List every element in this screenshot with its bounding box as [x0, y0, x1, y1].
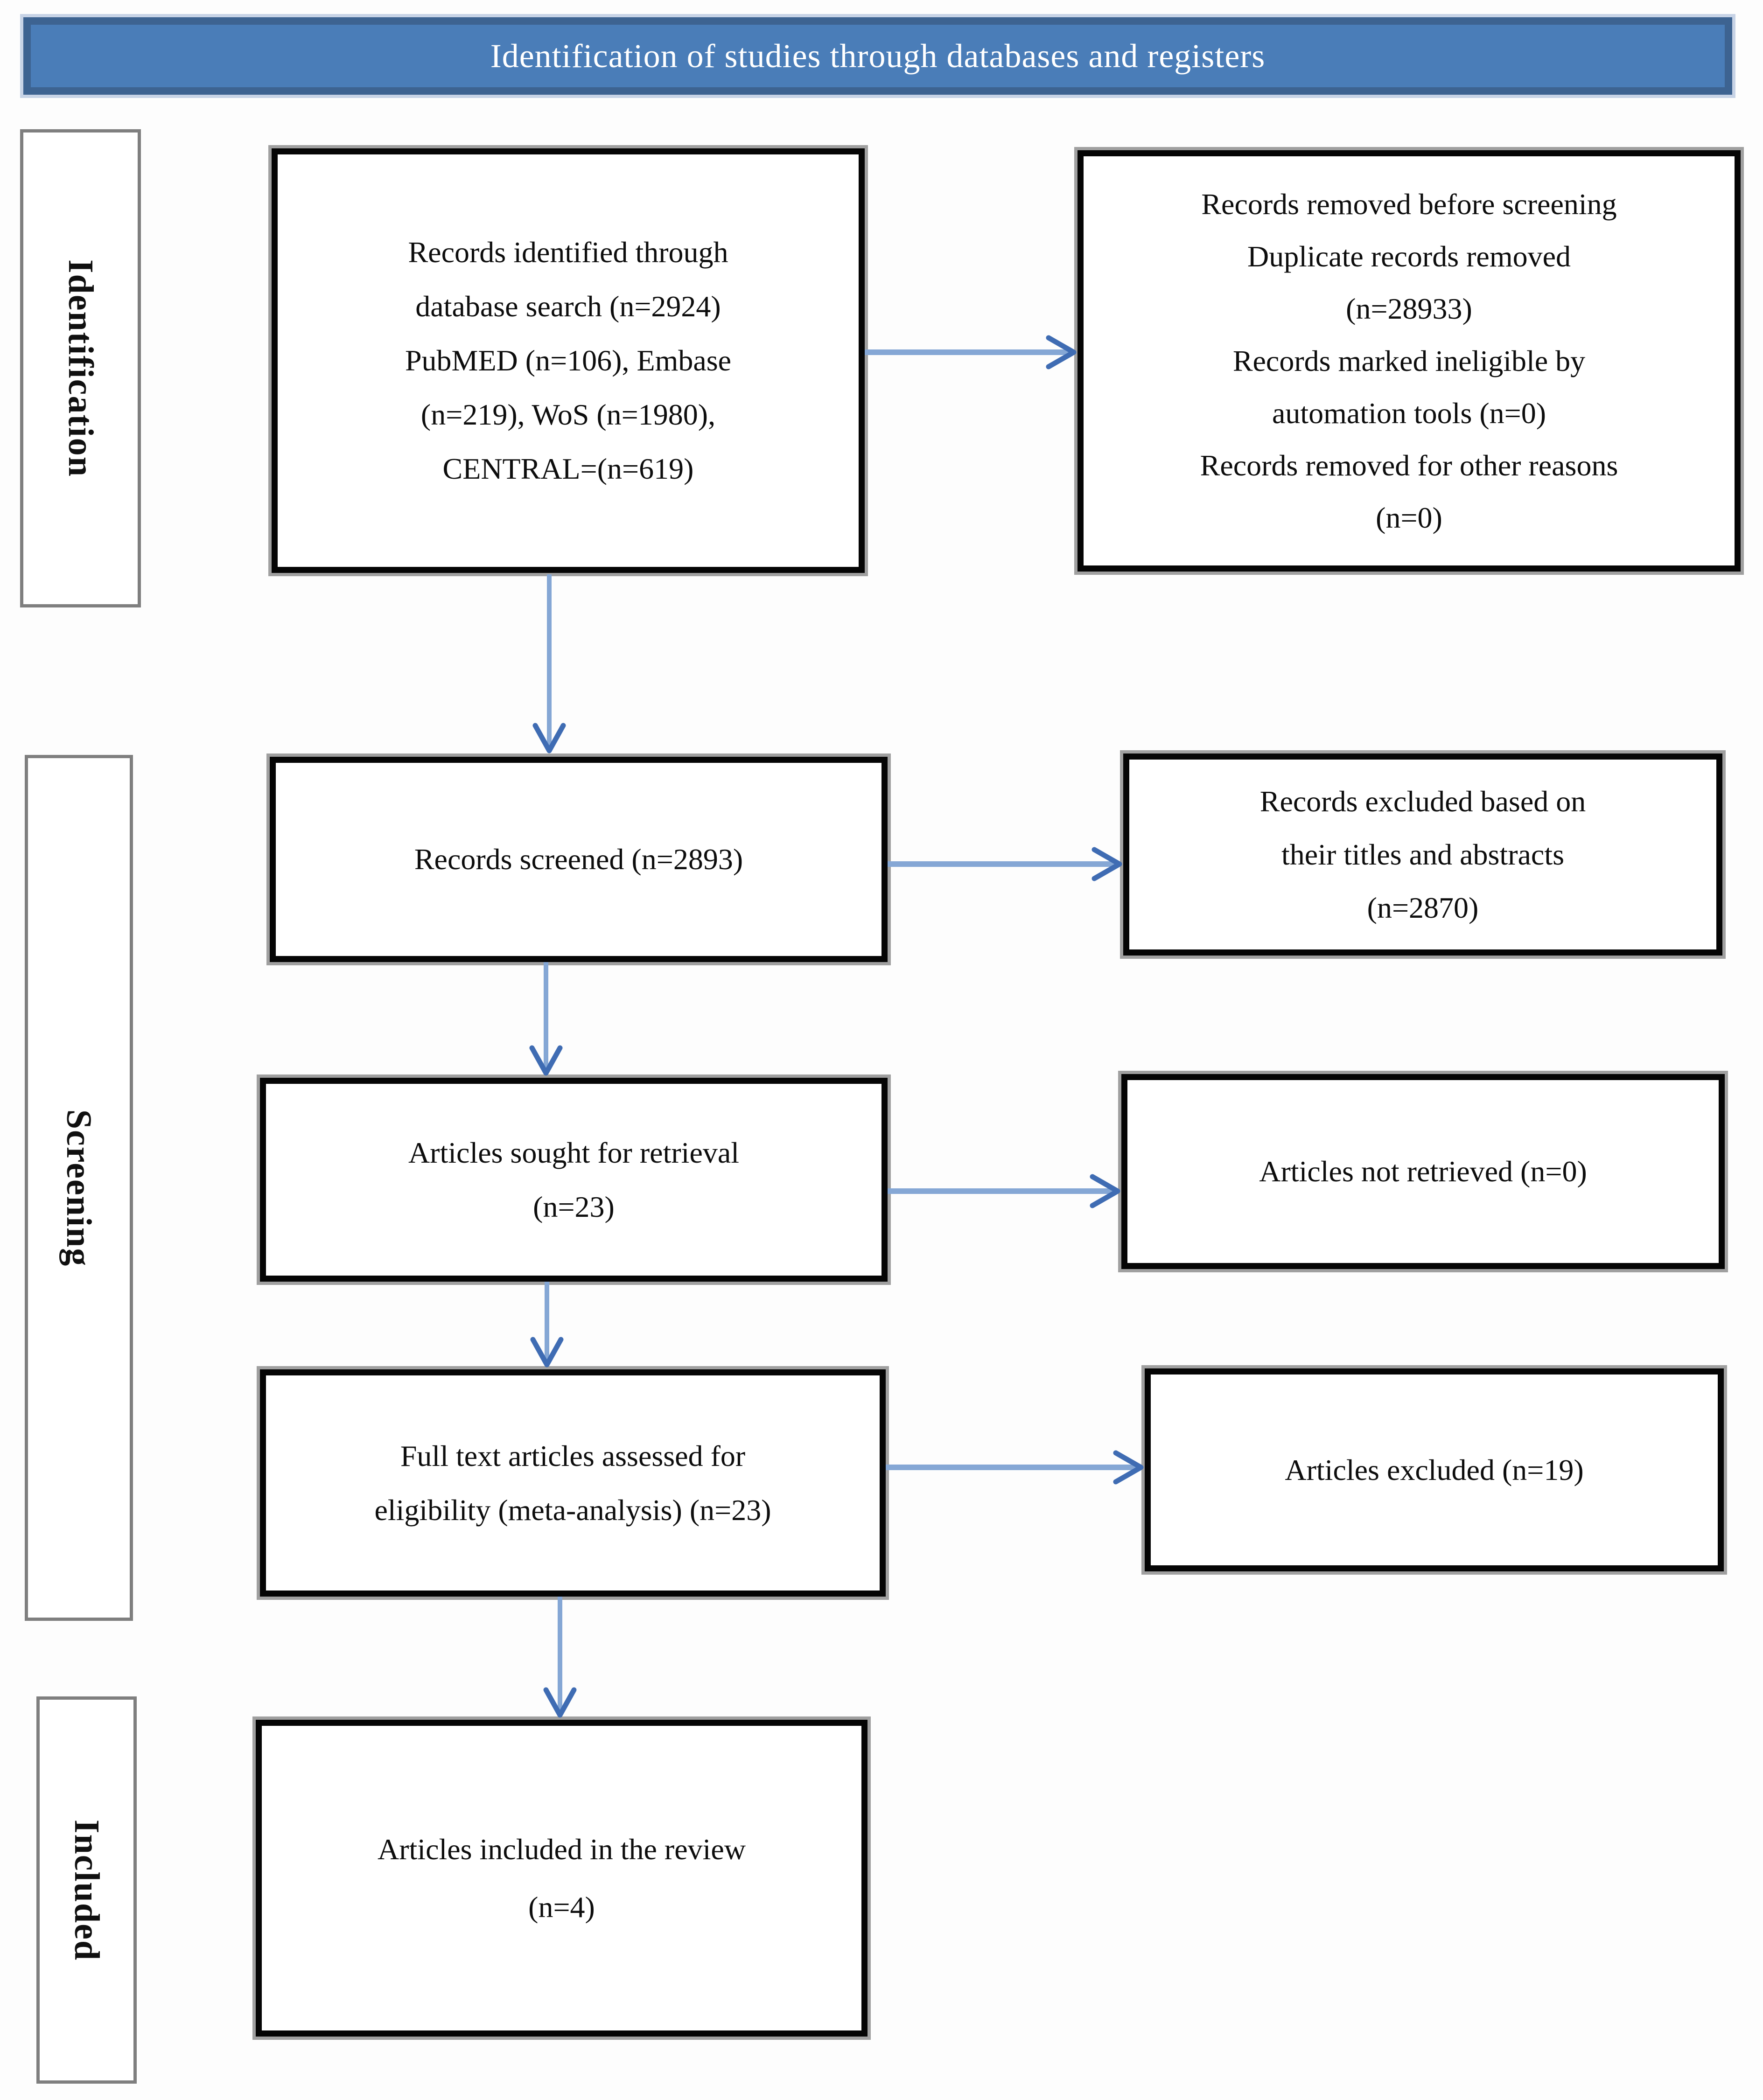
arrow-screened-to-sought-icon: [529, 962, 563, 1076]
arrow-fulltext-to-excluded-icon: [886, 1450, 1144, 1485]
arrow-fulltext-to-included-icon: [543, 1597, 577, 1718]
stage-label-identification: Identification: [61, 259, 100, 478]
node-text-line: Records screened (n=2893): [414, 843, 743, 876]
node-text-line: Articles not retrieved (n=0): [1259, 1155, 1587, 1188]
node-text-line: Records removed for other reasons: [1200, 448, 1618, 482]
node-text-line: Duplicate records removed: [1247, 239, 1571, 273]
stage-label-screening: Screening: [59, 1109, 99, 1267]
node-articles-excluded: Articles excluded (n=19): [1141, 1365, 1727, 1575]
node-text-line: Records identified through: [408, 236, 728, 269]
node-text-line: (n=219), WoS (n=1980),: [420, 398, 716, 431]
diagram-title: Identification of studies through databa…: [490, 37, 1266, 75]
stage-box-identification: Identification: [20, 129, 141, 607]
arrow-identified-to-screened-icon: [532, 574, 566, 753]
arrow-sought-to-fulltext-icon: [530, 1282, 564, 1367]
node-text-line: (n=28933): [1346, 292, 1472, 325]
node-text-line: automation tools (n=0): [1272, 396, 1546, 430]
node-text-line: Full text articles assessed for: [400, 1439, 746, 1472]
title-banner: Identification of studies through databa…: [23, 17, 1732, 95]
arrow-screened-to-excluded-icon: [888, 847, 1122, 881]
node-text-line: Records excluded based on: [1259, 784, 1586, 818]
node-articles-sought: Articles sought for retrieval (n=23): [257, 1074, 891, 1285]
node-text-line: Articles included in the review: [377, 1832, 746, 1866]
node-text-line: database search (n=2924): [415, 290, 721, 323]
stage-box-screening: Screening: [25, 755, 133, 1621]
node-records-screened: Records screened (n=2893): [266, 753, 891, 965]
node-text-line: Records marked ineligible by: [1232, 344, 1586, 377]
stage-box-included: Included: [36, 1696, 137, 2084]
arrow-sought-to-notretrieved-icon: [888, 1174, 1120, 1208]
node-text-line: (n=2870): [1367, 891, 1479, 924]
node-text-line: Records removed before screening: [1201, 187, 1617, 221]
node-records-identified: Records identified through database sear…: [268, 145, 868, 576]
node-text-line: (n=23): [533, 1190, 615, 1223]
node-full-text-assessed: Full text articles assessed for eligibil…: [257, 1366, 889, 1600]
node-text-line: (n=4): [528, 1890, 595, 1924]
node-text-line: PubMED (n=106), Embase: [405, 344, 732, 377]
node-text-line: their titles and abstracts: [1281, 837, 1565, 871]
node-text-line: CENTRAL=(n=619): [442, 452, 694, 485]
node-text-line: eligibility (meta-analysis) (n=23): [374, 1493, 771, 1527]
node-records-removed: Records removed before screening Duplica…: [1074, 147, 1744, 575]
node-text-line: Articles sought for retrieval: [408, 1136, 740, 1169]
stage-label-included: Included: [67, 1819, 107, 1961]
arrow-identified-to-removed-icon: [865, 335, 1077, 370]
node-text-line: Articles excluded (n=19): [1285, 1453, 1584, 1486]
node-articles-included: Articles included in the review (n=4): [252, 1716, 871, 2040]
node-records-excluded: Records excluded based on their titles a…: [1120, 750, 1726, 959]
node-articles-not-retrieved: Articles not retrieved (n=0): [1118, 1071, 1728, 1272]
node-text-line: (n=0): [1376, 501, 1442, 534]
